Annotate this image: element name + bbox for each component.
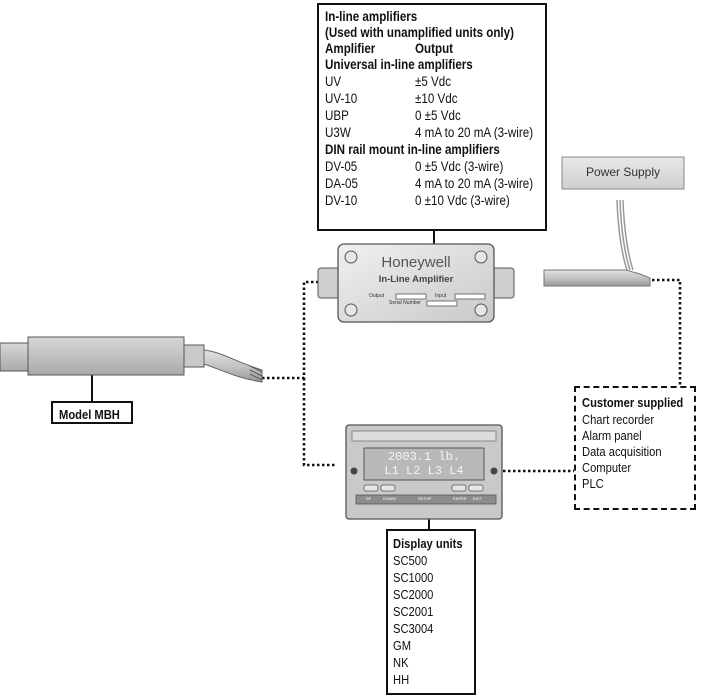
display-unit-item: SC1000 [393, 570, 434, 585]
amplifier-output-label: Output [369, 293, 385, 299]
universal-model: UV-10 [325, 91, 358, 106]
amplifier-name: In-Line Amplifier [378, 274, 454, 285]
customer-item: Chart recorder [582, 412, 655, 427]
customer-item: PLC [582, 476, 604, 491]
display-units-title: Display units [393, 536, 463, 551]
sensor-mbh [0, 336, 263, 383]
amp-header-amplifier: Amplifier [325, 41, 376, 56]
din-output: 4 mA to 20 mA (3-wire) [415, 176, 534, 191]
universal-heading: Universal in-line amplifiers [325, 57, 473, 72]
din-model: DV-05 [325, 159, 358, 174]
amplifier-input-label: Input [435, 293, 447, 299]
display-unit-item: NK [393, 655, 409, 670]
amplifier-serial-label: Serial Number [389, 300, 421, 306]
power-supply-label: Power Supply [585, 165, 661, 179]
universal-output: 0 ±5 Vdc [415, 108, 461, 123]
display-button-down: DOWN [383, 496, 396, 501]
universal-model: U3W [325, 125, 351, 140]
inline-amplifiers-box: In-line amplifiers (Used with unamplifie… [317, 3, 547, 231]
display-unit-item: SC2000 [393, 587, 434, 602]
display-button-enter: ENTER [453, 496, 467, 501]
universal-output: 4 mA to 20 mA (3-wire) [415, 125, 534, 140]
display-unit-item: GM [393, 638, 412, 653]
sensor-to-display-wire [302, 378, 336, 467]
display-unit-item: SC3004 [393, 621, 434, 636]
dotted-wires [262, 278, 682, 473]
universal-model: UV [325, 74, 342, 89]
display-line-1: 2003.1 lb. [387, 450, 460, 464]
customer-item: Computer [582, 460, 632, 475]
model-mbh-label: Model MBH [59, 407, 120, 422]
display-button-sp: SP [366, 496, 372, 501]
amp-box-title: In-line amplifiers [325, 9, 418, 24]
din-output: 0 ±5 Vdc (3-wire) [415, 159, 504, 174]
customer-supplied-title: Customer supplied [582, 395, 684, 410]
inline-amplifier-device [317, 243, 515, 323]
sensor-to-amplifier-wire [262, 280, 336, 380]
amp-box-subtitle: (Used with unamplified units only) [325, 25, 514, 40]
display-unit-device [345, 424, 503, 520]
amplifier-brand: Honeywell [381, 254, 451, 271]
power-cable [543, 199, 651, 287]
amp-header-output: Output [415, 41, 454, 56]
model-mbh-label-box: Model MBH [51, 401, 133, 424]
din-heading: DIN rail mount in-line amplifiers [325, 142, 500, 157]
display-units-box: Display units SC500 SC1000 SC2000 SC2001… [386, 529, 476, 695]
universal-output: ±10 Vdc [415, 91, 458, 106]
display-button-setup: SETUP [418, 496, 432, 501]
display-button-exit: EXIT [473, 496, 482, 501]
display-unit-item: SC2001 [393, 604, 434, 619]
din-model: DV-10 [325, 193, 358, 208]
power-supply-unit [561, 156, 685, 190]
display-unit-item: HH [393, 672, 410, 687]
universal-model: UBP [325, 108, 349, 123]
customer-supplied-box: Customer supplied Chart recorder Alarm p… [574, 386, 696, 510]
power-to-customer-wire [652, 278, 682, 386]
customer-item: Data acquisition [582, 444, 662, 459]
customer-item: Alarm panel [582, 428, 642, 443]
din-model: DA-05 [325, 176, 358, 191]
display-line-2: L1 L2 L3 L4 [384, 464, 464, 478]
display-unit-item: SC500 [393, 553, 428, 568]
universal-output: ±5 Vdc [415, 74, 452, 89]
din-output: 0 ±10 Vdc (3-wire) [415, 193, 510, 208]
